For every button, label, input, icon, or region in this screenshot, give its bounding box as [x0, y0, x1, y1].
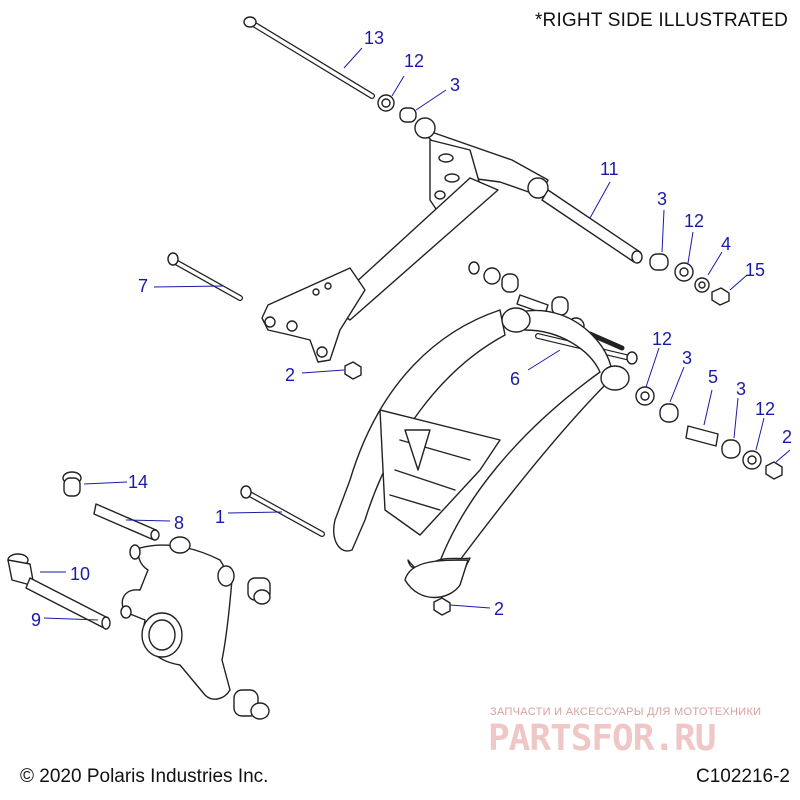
bushing-mid-a	[501, 273, 519, 293]
watermark-tagline: ЗАПЧАСТИ И АКСЕССУАРЫ ДЛЯ МОТОТЕХНИКИ	[490, 706, 762, 718]
callout-12[interactable]: 12	[755, 399, 776, 419]
callout-12[interactable]: 12	[684, 211, 705, 231]
diagram-id: C102216-2	[695, 766, 790, 787]
callout-2[interactable]: 2	[285, 365, 296, 385]
bushing-14-shape	[62, 471, 82, 497]
callout-13[interactable]: 13	[364, 28, 385, 48]
copyright-text: © 2020 Polaris Industries Inc.	[20, 766, 269, 787]
bushing-3d-shape	[721, 439, 741, 459]
knuckle-shape	[120, 536, 235, 700]
callout-3[interactable]: 3	[682, 348, 693, 368]
callout-12[interactable]: 12	[404, 51, 425, 71]
callout-4[interactable]: 4	[721, 234, 732, 254]
leader-lines	[40, 47, 791, 621]
callout-10[interactable]: 10	[70, 564, 91, 584]
ball-joint-upper-shape	[247, 577, 271, 605]
nut-2c-shape	[433, 597, 451, 616]
callout-5[interactable]: 5	[708, 367, 719, 387]
bushing-3a-shape	[399, 107, 417, 123]
bolt-1-shape	[240, 485, 325, 537]
lower-control-arm-shape	[333, 307, 630, 599]
callout-6[interactable]: 6	[510, 369, 521, 389]
callout-9[interactable]: 9	[31, 610, 42, 630]
callout-3[interactable]: 3	[657, 189, 668, 209]
bushing-3c-shape	[659, 403, 679, 423]
callout-11[interactable]: 11	[600, 159, 619, 179]
callout-14[interactable]: 14	[128, 472, 149, 492]
callout-2[interactable]: 2	[494, 599, 505, 619]
small-washer-b	[483, 267, 501, 285]
callout-15[interactable]: 15	[745, 260, 766, 280]
callout-3[interactable]: 3	[736, 379, 747, 399]
upper-control-arm-shape	[261, 117, 549, 363]
callout-12[interactable]: 12	[652, 329, 673, 349]
bolt-13-shape	[243, 16, 375, 99]
nut-2a-shape	[344, 361, 362, 380]
callout-8[interactable]: 8	[174, 513, 185, 533]
pin-8-shape	[93, 503, 157, 541]
callout-7[interactable]: 7	[138, 276, 149, 296]
shaft-11-shape	[541, 189, 643, 264]
small-washer-a	[468, 261, 480, 275]
nut-2b-shape	[765, 461, 783, 480]
watermark-logo: PARTSFOR.RU	[488, 718, 716, 759]
callout-2[interactable]: 2	[782, 427, 793, 447]
illustration-note: *RIGHT SIDE ILLUSTRATED	[534, 10, 788, 31]
callout-3[interactable]: 3	[450, 75, 461, 95]
spacer-5-shape	[685, 425, 719, 447]
nut-15-shape	[711, 287, 730, 306]
bolt-7-shape	[167, 252, 243, 301]
bushing-10-shape	[7, 553, 35, 587]
callout-1[interactable]: 1	[215, 507, 226, 527]
ball-joint-lower-shape	[233, 689, 270, 720]
bushing-3b-shape	[649, 253, 669, 271]
